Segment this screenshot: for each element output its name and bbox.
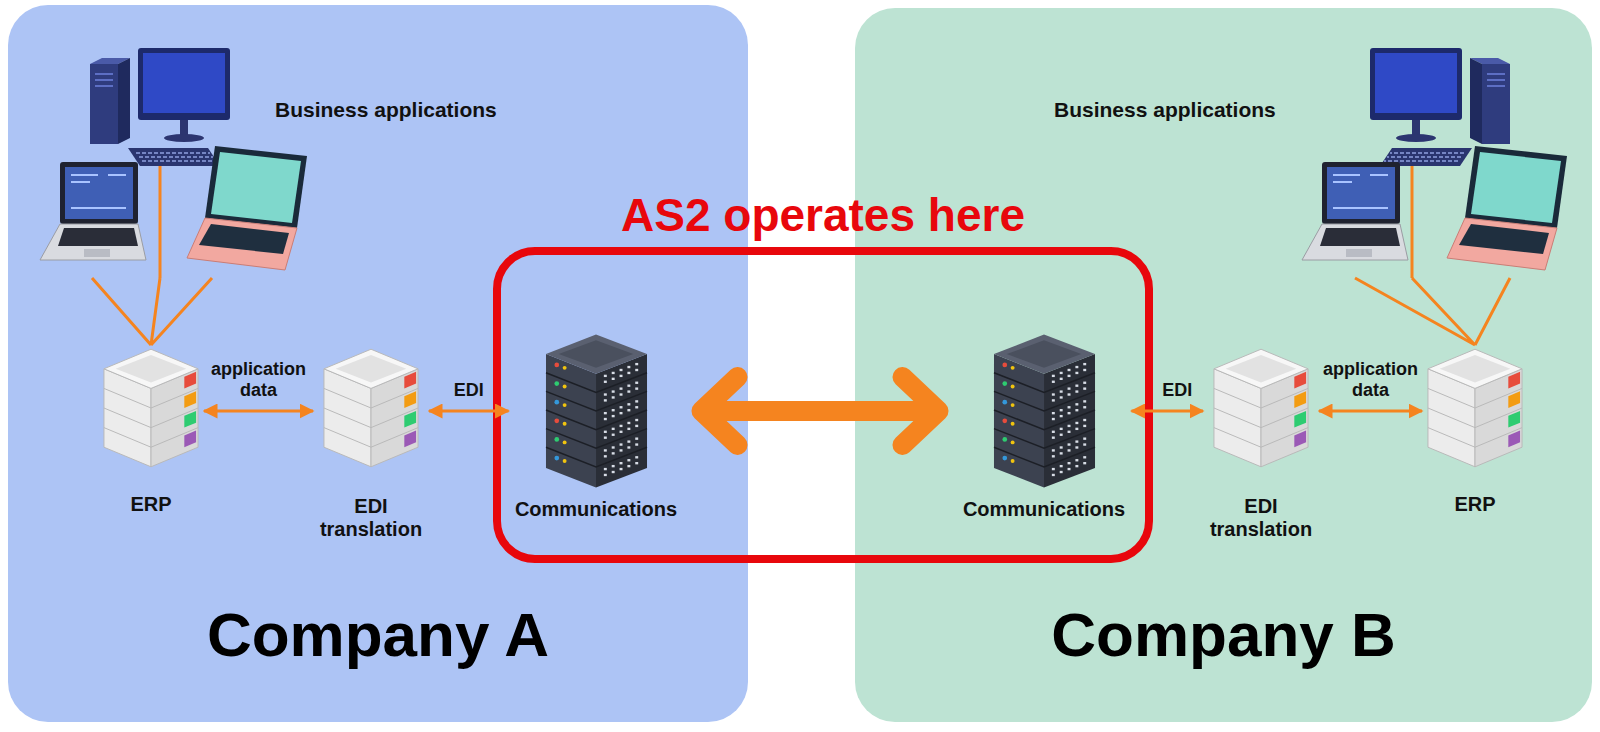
laptop (1447, 146, 1567, 270)
cable (159, 166, 162, 278)
edge-label: EDI (1162, 380, 1192, 402)
edi-server-icon (324, 349, 418, 467)
desktop-computer (90, 48, 230, 166)
company-name: Company A (207, 599, 549, 670)
connector (429, 410, 509, 413)
cable (1411, 166, 1414, 278)
edge-label-box: EDI (454, 380, 484, 402)
wide-arrow (702, 377, 939, 445)
server-label: Communications (515, 498, 677, 521)
connector (1355, 278, 1510, 345)
laptop (187, 146, 307, 270)
server-label: ERP (130, 493, 171, 516)
server-label: EDI translation (319, 495, 423, 541)
server-label: Communications (963, 498, 1125, 521)
erp-server-icon (104, 349, 198, 467)
comm-server-icon (994, 334, 1095, 487)
connector (204, 410, 313, 413)
edge-label-box: application data (1323, 359, 1418, 402)
edge-label-box: application data (211, 359, 306, 402)
edi-server-icon (1214, 349, 1308, 467)
erp-server-icon (1428, 349, 1522, 467)
connector (92, 278, 212, 345)
edge-label: application data (211, 359, 306, 402)
connector (1319, 410, 1422, 413)
comm-server-icon (546, 334, 647, 487)
connector (1132, 410, 1204, 413)
edge-label-box: EDI (1162, 380, 1192, 402)
group-label: Business applications (275, 98, 497, 122)
edge-label: EDI (454, 380, 484, 402)
as2-heading: AS2 operates here (621, 189, 1025, 242)
group-label: Business applications (1054, 98, 1276, 122)
laptop (40, 162, 146, 260)
server-label: EDI translation (1209, 495, 1313, 541)
company-name: Company B (1051, 599, 1395, 670)
laptop (1302, 162, 1408, 260)
server-label: ERP (1454, 493, 1495, 516)
edge-label: application data (1323, 359, 1418, 402)
